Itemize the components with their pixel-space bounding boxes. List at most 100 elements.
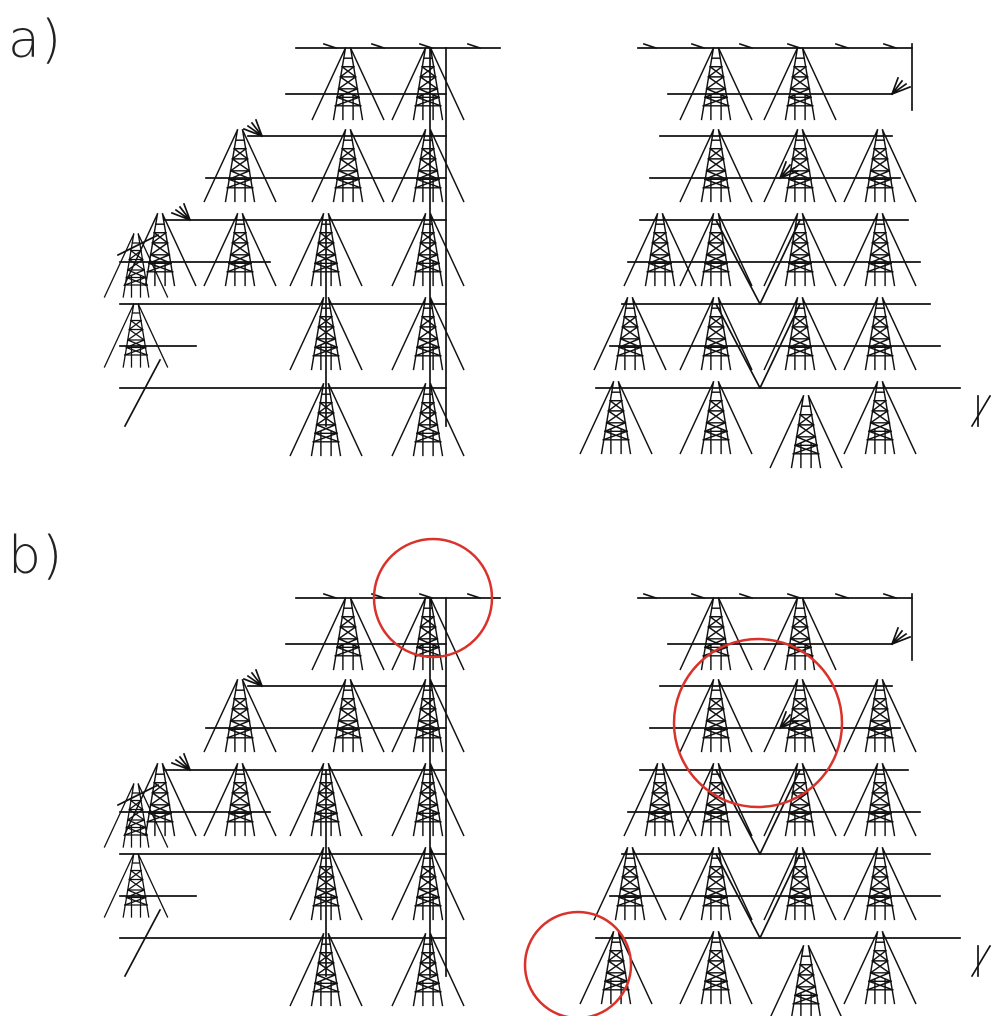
brace-line (834, 592, 850, 600)
truss-module-instance (391, 213, 465, 287)
brace-line (738, 592, 754, 600)
truss-module-instance (391, 933, 465, 1007)
truss-module-instance (391, 679, 465, 753)
truss-module-instance (769, 395, 843, 469)
brace-line (642, 42, 658, 50)
truss-module-instance (679, 129, 753, 203)
highlight-circle-middle (672, 637, 844, 809)
truss-module-instance (679, 931, 753, 1005)
brace-line (714, 218, 762, 306)
truss-module-instance (679, 847, 753, 921)
brace-line (834, 42, 850, 50)
truss-module-instance (311, 129, 385, 203)
truss-module-instance (103, 303, 169, 368)
brace-line (882, 42, 898, 50)
brace-line (242, 677, 264, 688)
truss-module-instance (763, 597, 837, 671)
truss-module-instance (843, 847, 917, 921)
brace-line (418, 42, 434, 50)
brace-line (116, 783, 160, 807)
brace-line (466, 42, 482, 50)
truss-module-instance (123, 213, 197, 287)
truss-module-instance (311, 47, 385, 121)
brace-line (642, 592, 658, 600)
truss-module-instance (763, 847, 837, 921)
truss-module-instance (391, 763, 465, 837)
truss-module-instance (593, 847, 667, 921)
brace-line (970, 944, 992, 978)
brace-line (778, 169, 800, 180)
brace-line (418, 592, 434, 600)
brace-line (123, 908, 162, 978)
brace-line (170, 761, 192, 772)
brace-line (714, 302, 762, 390)
truss-module-instance (391, 847, 465, 921)
truss-module-instance (843, 763, 917, 837)
brace-line (116, 233, 160, 257)
right-structure (579, 42, 992, 469)
truss-module-instance (391, 129, 465, 203)
truss-module-instance (203, 129, 277, 203)
truss-module-instance (103, 853, 169, 918)
truss-module-instance (391, 47, 465, 121)
truss-module-instance (763, 213, 837, 287)
truss-module-instance (311, 679, 385, 753)
brace-line (690, 592, 706, 600)
truss-module-instance (203, 763, 277, 837)
truss-module-instance (679, 381, 753, 455)
truss-module-instance (123, 763, 197, 837)
panel-label-b: b) (8, 526, 64, 586)
panel-label-a: a) (8, 10, 63, 70)
truss-module-instance (843, 381, 917, 455)
brace-line (242, 127, 264, 138)
brace-line (123, 358, 162, 428)
brace-line (370, 42, 386, 50)
brace-line (758, 302, 802, 390)
brace-line (786, 42, 802, 50)
truss-module-instance (679, 679, 753, 753)
brace-line (758, 768, 802, 856)
brace-line (758, 852, 802, 940)
brace-line (778, 719, 800, 730)
truss-module-instance (769, 945, 843, 1016)
truss-module-instance (311, 597, 385, 671)
highlight-circles (372, 537, 844, 1016)
brace-line (882, 592, 898, 600)
truss-module-instance (579, 931, 653, 1005)
truss-module-instance (679, 297, 753, 371)
truss-module-instance (679, 597, 753, 671)
highlight-circle-bottom (523, 910, 633, 1016)
highlight-circle-top (372, 537, 494, 659)
brace-line (738, 42, 754, 50)
left-structure (103, 42, 501, 457)
brace-line (170, 211, 192, 222)
brace-line (714, 852, 762, 940)
truss-structures (103, 42, 992, 1016)
brace-line (970, 394, 992, 428)
truss-module-instance (763, 679, 837, 753)
truss-module-instance (843, 129, 917, 203)
truss-module-instance (579, 381, 653, 455)
brace-line (466, 592, 482, 600)
truss-module-instance (843, 297, 917, 371)
brace-line (322, 42, 338, 50)
brace-line (786, 592, 802, 600)
truss-module-instance (843, 679, 917, 753)
brace-line (890, 85, 912, 96)
truss-module-instance (763, 129, 837, 203)
right-structure (579, 592, 992, 1016)
truss-module-instance (391, 383, 465, 457)
truss-module-instance (843, 213, 917, 287)
truss-module-instance (203, 213, 277, 287)
brace-line (322, 592, 338, 600)
left-structure (103, 592, 501, 1007)
brace-line (758, 218, 802, 306)
brace-line (690, 42, 706, 50)
truss-module-instance (763, 297, 837, 371)
truss-module-instance (843, 931, 917, 1005)
truss-module-instance (679, 47, 753, 121)
truss-module-instance (391, 297, 465, 371)
truss-module-instance (593, 297, 667, 371)
